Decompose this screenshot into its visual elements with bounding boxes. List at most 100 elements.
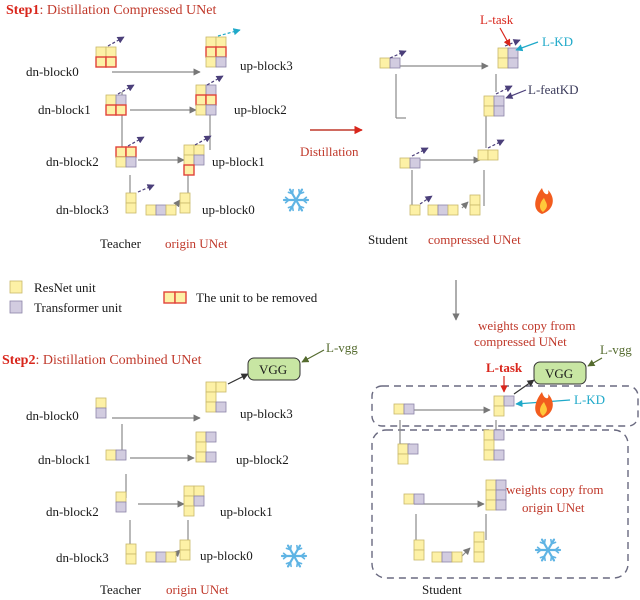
transformer-unit bbox=[495, 489, 507, 501]
transformer-unit bbox=[125, 156, 137, 168]
resnet-unit bbox=[125, 202, 137, 214]
resnet-unit bbox=[205, 381, 217, 393]
removed-unit bbox=[105, 56, 117, 68]
snowflake-icon bbox=[534, 538, 562, 562]
transformer-unit bbox=[205, 451, 217, 463]
origin-unet-label-2: origin UNet bbox=[166, 582, 229, 597]
resnet-unit bbox=[205, 36, 217, 48]
weights-copy-origin-line1: weights copy from bbox=[506, 482, 603, 497]
resnet-unit bbox=[145, 204, 157, 216]
dn-block1-label-2: dn-block1 bbox=[38, 452, 91, 467]
resnet-unit bbox=[431, 551, 443, 563]
l-task-label-1: L-task bbox=[480, 12, 514, 27]
feature-arrow bbox=[127, 136, 145, 147]
up-block1-label-2: up-block1 bbox=[220, 504, 273, 519]
resnet-unit bbox=[483, 439, 495, 451]
up-block2-label: up-block2 bbox=[234, 102, 287, 117]
removed-unit bbox=[125, 146, 137, 158]
resnet-unit bbox=[105, 46, 117, 58]
resnet-unit bbox=[469, 194, 481, 206]
up-block2-label-2: up-block2 bbox=[236, 452, 289, 467]
removed-unit bbox=[205, 94, 217, 106]
resnet-unit bbox=[205, 56, 217, 68]
l-featkd-label: L-featKD bbox=[528, 82, 579, 97]
transformer-unit bbox=[115, 94, 127, 106]
legend-resnet-swatch bbox=[9, 280, 23, 294]
resnet-unit bbox=[473, 551, 485, 563]
distillation-label: Distillation bbox=[300, 144, 359, 159]
resnet-unit bbox=[485, 489, 497, 501]
vgg-label-student: VGG bbox=[545, 366, 573, 381]
step2-title: Step2: Distillation Combined UNet bbox=[2, 353, 202, 368]
transformer-unit bbox=[115, 449, 127, 461]
transformer-unit bbox=[493, 95, 505, 107]
dn-block3-label: dn-block3 bbox=[56, 202, 109, 217]
connector-line bbox=[460, 201, 469, 210]
resnet-unit bbox=[165, 204, 177, 216]
transformer-unit bbox=[503, 395, 515, 407]
transformer-unit bbox=[155, 204, 167, 216]
feature-arrow bbox=[389, 50, 407, 59]
resnet-unit bbox=[379, 57, 391, 69]
transformer-unit bbox=[205, 431, 217, 443]
removed-unit bbox=[195, 94, 207, 106]
l-vgg-label-teacher: L-vgg bbox=[326, 340, 358, 355]
resnet-unit bbox=[165, 551, 177, 563]
resnet-unit bbox=[205, 391, 217, 403]
resnet-unit bbox=[497, 47, 509, 59]
transformer-unit bbox=[205, 104, 217, 116]
resnet-unit bbox=[183, 495, 195, 507]
resnet-unit bbox=[483, 429, 495, 441]
resnet-unit bbox=[183, 154, 195, 166]
removed-unit bbox=[115, 146, 127, 158]
resnet-unit bbox=[483, 449, 495, 461]
dn-block2-label-2: dn-block2 bbox=[46, 504, 99, 519]
teacher-label-2: Teacher bbox=[100, 582, 142, 597]
resnet-unit bbox=[473, 541, 485, 553]
transformer-unit bbox=[493, 449, 505, 461]
resnet-unit bbox=[393, 403, 405, 415]
dn-block2-label: dn-block2 bbox=[46, 154, 99, 169]
transformer-unit bbox=[493, 105, 505, 117]
resnet-unit bbox=[115, 156, 127, 168]
feature-arrow bbox=[194, 135, 212, 146]
resnet-unit bbox=[195, 441, 207, 453]
flame-icon bbox=[535, 188, 553, 214]
feature-arrow bbox=[411, 147, 429, 157]
transformer-unit bbox=[155, 551, 167, 563]
legend-transformer-label: Transformer unit bbox=[34, 300, 122, 315]
weights-copy-origin-line2: origin UNet bbox=[522, 500, 585, 515]
l-vgg-label-student: L-vgg bbox=[600, 342, 632, 357]
resnet-unit bbox=[183, 485, 195, 497]
dn-block1-label: dn-block1 bbox=[38, 102, 91, 117]
vgg-label-teacher: VGG bbox=[259, 362, 287, 377]
transformer-unit bbox=[403, 403, 415, 415]
resnet-unit bbox=[195, 431, 207, 443]
step1-title: Step1: Distillation Compressed UNet bbox=[6, 3, 216, 18]
legend-removed-swatch-b bbox=[174, 291, 187, 304]
resnet-unit bbox=[193, 485, 205, 497]
transformer-unit bbox=[215, 56, 227, 68]
transformer-unit bbox=[441, 551, 453, 563]
legend-removed-label: The unit to be removed bbox=[196, 290, 318, 305]
l-kd-label-1: L-KD bbox=[542, 34, 573, 49]
transformer-unit bbox=[193, 495, 205, 507]
legend-transformer-swatch bbox=[9, 300, 23, 314]
removed-unit bbox=[95, 56, 107, 68]
feature-arrow bbox=[206, 75, 224, 86]
weights-copy-compressed-line1: weights copy from bbox=[478, 318, 575, 333]
transformer-unit bbox=[507, 57, 519, 69]
snowflake-icon bbox=[282, 188, 310, 212]
transformer-unit bbox=[493, 429, 505, 441]
resnet-unit bbox=[447, 204, 459, 216]
compressed-unet-label: compressed UNet bbox=[428, 232, 521, 247]
resnet-unit bbox=[215, 381, 227, 393]
resnet-unit bbox=[95, 46, 107, 58]
resnet-unit bbox=[427, 204, 439, 216]
resnet-unit bbox=[477, 149, 489, 161]
resnet-unit bbox=[397, 443, 409, 455]
up-block0-label-2: up-block0 bbox=[200, 548, 253, 563]
up-block0-label: up-block0 bbox=[202, 202, 255, 217]
resnet-unit bbox=[105, 449, 117, 461]
up-block3-label: up-block3 bbox=[240, 58, 293, 73]
